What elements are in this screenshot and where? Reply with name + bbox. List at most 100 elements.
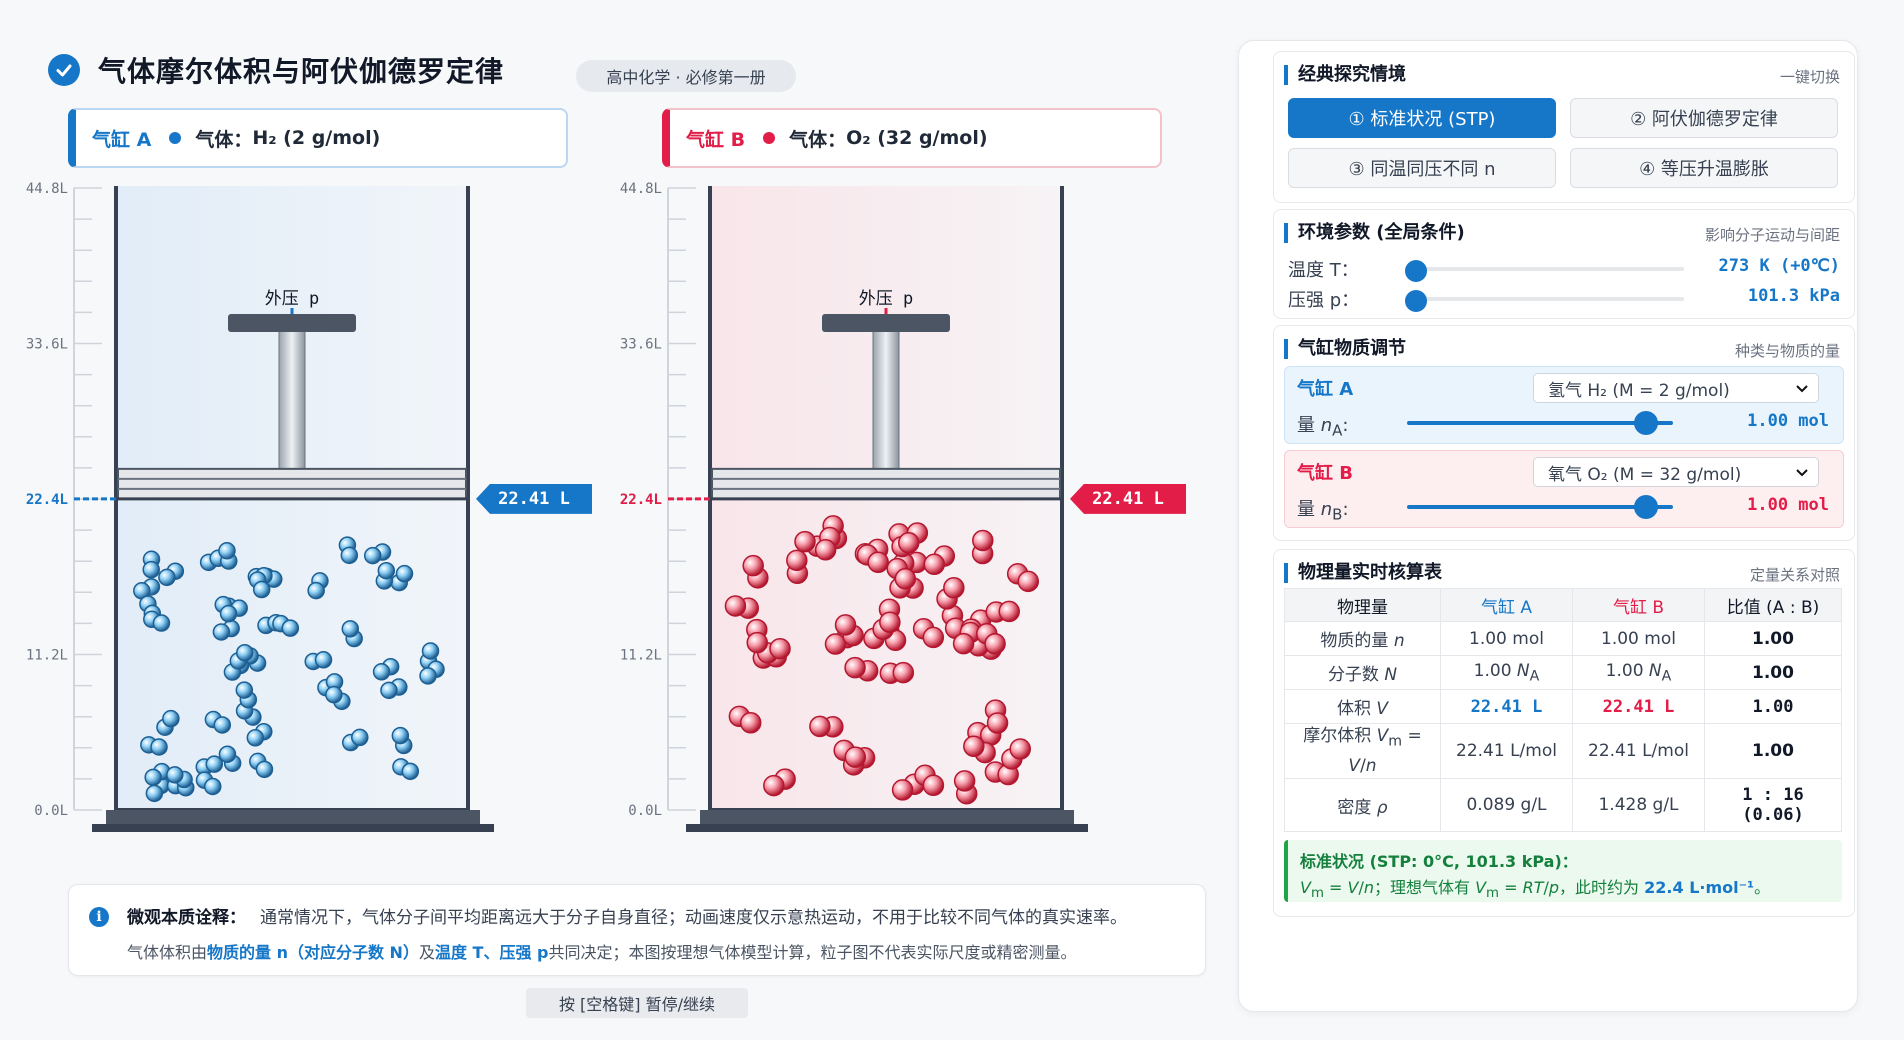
table-cell: 1.00 NA <box>1572 655 1705 690</box>
gas-b-amount-knob[interactable] <box>1634 495 1659 519</box>
gas-molecule <box>133 578 161 600</box>
gas-molecule <box>914 764 945 796</box>
scenario-button-stp[interactable]: ① 标准状况 (STP) <box>1288 98 1556 138</box>
gas-molecule <box>338 536 359 565</box>
gas-molecule <box>142 550 161 579</box>
gas-molecule <box>235 681 258 709</box>
gas-molecule <box>923 545 956 576</box>
gas-molecule <box>897 522 929 554</box>
environment-section: 环境参数 (全局条件) 影响分子运动与间距 温度 T： 273 K (+0℃) … <box>1273 209 1855 319</box>
scale-tick-label: 44.8L <box>620 181 662 197</box>
gas-molecule <box>214 595 238 623</box>
piston-pressure-label: 外压 p <box>859 289 913 309</box>
gas-molecule <box>952 621 982 655</box>
pressure-slider[interactable] <box>1405 290 1684 312</box>
gas-molecule <box>246 722 273 747</box>
gas-molecule <box>391 726 413 755</box>
gas-molecule <box>746 618 768 654</box>
gas-molecule <box>1006 563 1040 593</box>
chevron-down-icon <box>1794 464 1810 485</box>
gas-molecule <box>786 549 809 585</box>
table-cell: 1.428 g/L <box>1572 778 1705 832</box>
stp-note: 标准状况 (STP: 0°C, 101.3 kPa)： Vm = V/n；理想气… <box>1284 840 1842 902</box>
gas-molecule <box>218 745 242 772</box>
scenario-button-isobaric[interactable]: ④ 等压升温膨胀 <box>1570 148 1838 188</box>
cylinder-a-gas-label: 气体： <box>195 128 253 151</box>
temperature-slider[interactable] <box>1405 260 1684 282</box>
table-row: 体积 V 22.41 L 22.41 L 1.00 <box>1284 689 1842 724</box>
gas-b-select[interactable]: 氧气 O₂ (M = 32 g/mol) <box>1533 457 1819 487</box>
pressure-slider-knob[interactable] <box>1405 290 1427 312</box>
table-header-ratio: 比值 (A : B) <box>1704 588 1842 622</box>
cylinder-a-dot-icon <box>169 132 182 144</box>
gas-molecule <box>229 643 254 670</box>
check-icon <box>48 54 80 86</box>
gas-molecule <box>724 595 760 619</box>
table-cell: 1.00 mol <box>1440 621 1573 656</box>
gas-molecule <box>304 651 333 671</box>
gas-molecule <box>307 572 329 600</box>
substance-hint: 种类与物质的量 <box>1734 342 1840 360</box>
gas-molecule <box>372 657 400 681</box>
gas-molecule <box>1001 738 1031 770</box>
gas-molecule <box>144 762 171 787</box>
gas-a-amount-knob[interactable] <box>1634 411 1659 435</box>
table-cell: 1.00 NA <box>1440 655 1573 690</box>
info-text2-highlight1: 物质的量 n（对应分子数 N） <box>207 943 419 962</box>
temperature-slider-knob[interactable] <box>1405 260 1427 282</box>
gas-b-amount-slider[interactable] <box>1407 505 1673 509</box>
scenario-button-same-tp[interactable]: ③ 同温同压不同 n <box>1288 148 1556 188</box>
table-header-quantity: 物理量 <box>1284 588 1441 622</box>
gas-molecule <box>341 728 369 752</box>
pressure-value: 101.3 kPa <box>1747 286 1840 306</box>
gas-molecule <box>891 773 926 801</box>
gas-molecule <box>375 561 396 590</box>
table-cell: 1.00 <box>1704 621 1842 656</box>
gas-b-select-value: 氧气 O₂ (M = 32 g/mol) <box>1548 464 1742 485</box>
gas-a-amount-slider[interactable] <box>1407 421 1673 425</box>
gas-b-box: 气缸 B 氧气 O₂ (M = 32 g/mol) 量 nB: 1.00 mol <box>1284 450 1844 528</box>
info-icon: i <box>89 907 109 927</box>
table-row: 摩尔体积 Vm =V/n 22.41 L/mol 22.41 L/mol 1.0… <box>1284 723 1842 779</box>
substance-section: 气缸物质调节 种类与物质的量 气缸 A 氢气 H₂ (M = 2 g/mol) … <box>1273 325 1855 541</box>
gas-molecule <box>953 770 978 805</box>
cylinder-b-card: 气缸 B 气体： O₂ (32 g/mol) <box>662 108 1162 168</box>
scale-tick-label: 33.6L <box>26 337 68 353</box>
table-cell: 1.00 <box>1704 655 1842 690</box>
info-line2: 气体体积由物质的量 n（对应分子数 N）及温度 T、压强 p共同决定；本图按理想… <box>127 939 1077 963</box>
cylinder-a-name: 气缸 A <box>92 128 152 151</box>
scenario-hint: 一键切换 <box>1779 68 1840 86</box>
table-cell: 1.00 <box>1704 689 1842 724</box>
info-label: 微观本质诠释： <box>127 908 246 928</box>
gas-molecule <box>204 710 232 734</box>
gas-molecule <box>419 660 445 685</box>
table-row: 密度 ρ 0.089 g/L 1.428 g/L 1 : 16(0.06) <box>1284 778 1842 832</box>
table-row: 物质的量 n 1.00 mol 1.00 mol 1.00 <box>1284 621 1842 656</box>
scenario-button-avogadro[interactable]: ② 阿伏伽德罗定律 <box>1570 98 1838 138</box>
info-text2c: 共同决定；本图按理想气体模型计算，粒子图不代表实际尺度或精密测量。 <box>548 943 1077 962</box>
gas-molecule <box>140 736 168 756</box>
table-cell: 22.41 L <box>1572 689 1705 724</box>
scale-tick-label: 22.4L <box>620 492 662 508</box>
cylinder-b-volume-tag: 22.41 L <box>1070 483 1186 514</box>
gas-molecule <box>143 610 171 632</box>
gas-molecule <box>878 598 901 633</box>
space-hint[interactable]: 按 [空格键] 暂停/继续 <box>526 988 748 1018</box>
gas-molecule <box>984 699 1009 734</box>
gas-molecule <box>325 685 351 711</box>
gas-molecule <box>886 557 917 590</box>
gas-molecule <box>248 571 271 599</box>
table-cell: 1.00 <box>1704 723 1842 779</box>
gas-b-name: 气缸 B <box>1297 463 1353 484</box>
table-cell: 0.089 g/L <box>1440 778 1573 832</box>
gas-molecule <box>742 554 769 589</box>
info-text1: 通常情况下，气体分子间平均距离远大于分子自身直径；动画速度仅示意热运动，不用于比… <box>260 908 1127 928</box>
gas-b-amount-value: 1.00 mol <box>1747 495 1829 515</box>
gas-a-select[interactable]: 氢气 H₂ (M = 2 g/mol) <box>1533 373 1819 403</box>
calc-table: 物理量 气缸 A 气缸 B 比值 (A : B) 物质的量 n 1.00 mol… <box>1284 588 1842 832</box>
gas-molecule <box>156 709 180 736</box>
gas-molecule <box>763 768 796 797</box>
